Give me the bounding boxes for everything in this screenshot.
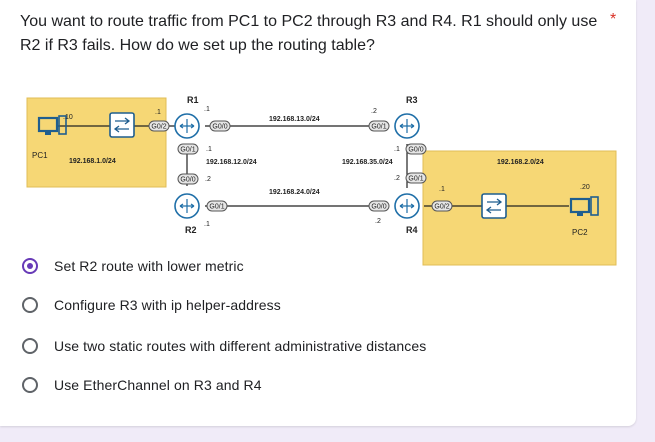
- addr-r2-g01: .1: [204, 221, 210, 228]
- network-r3-r4: 192.168.35.0/24: [342, 159, 393, 166]
- option-2-label: Configure R3 with ip helper-address: [54, 297, 281, 313]
- badge-r1-g00: G0/0: [209, 120, 231, 132]
- addr-r4-g02: .1: [439, 186, 445, 193]
- option-3[interactable]: Use two static routes with different adm…: [18, 333, 426, 359]
- option-3-radio[interactable]: [22, 338, 38, 354]
- option-1[interactable]: Set R2 route with lower metric: [18, 253, 244, 279]
- svg-text:G0/2: G0/2: [434, 204, 449, 211]
- addr-r4-g00: .2: [375, 218, 381, 225]
- option-4[interactable]: Use EtherChannel on R3 and R4: [18, 372, 262, 398]
- pc1-icon: [37, 115, 67, 135]
- required-asterisk: *: [610, 11, 617, 28]
- router-r2-icon: [174, 193, 200, 219]
- addr-r3-g01: .2: [371, 108, 377, 115]
- pc2-icon: [569, 196, 599, 216]
- addr-r1-g01: .1: [206, 146, 212, 153]
- question-text: You want to route traffic from PC1 to PC…: [20, 13, 598, 54]
- badge-r2-g00: G0/0: [177, 173, 199, 185]
- option-1-radio[interactable]: [22, 258, 38, 274]
- option-3-label: Use two static routes with different adm…: [54, 338, 427, 354]
- badge-r3-g00: G0/0: [405, 143, 427, 155]
- addr-r1-g00: .1: [204, 106, 210, 113]
- badge-r4-g01: G0/1: [405, 172, 427, 184]
- svg-text:G0/0: G0/0: [371, 204, 386, 211]
- question-card: You want to route traffic from PC1 to PC…: [0, 0, 636, 426]
- r2-label: R2: [185, 225, 197, 235]
- svg-text:G0/0: G0/0: [180, 177, 195, 184]
- svg-text:G0/1: G0/1: [371, 124, 386, 131]
- option-2-radio[interactable]: [22, 297, 38, 313]
- lan1-zone: [26, 97, 167, 188]
- network-r1-r2: 192.168.12.0/24: [206, 159, 257, 166]
- option-2[interactable]: Configure R3 with ip helper-address: [18, 292, 281, 318]
- pc1-label: PC1: [32, 151, 48, 160]
- addr-r1-g02: .1: [155, 109, 161, 116]
- svg-text:G0/1: G0/1: [408, 176, 423, 183]
- network-diagram: G0/2 G0/0 G0/1 G0/0 G0/1 G0/1 G0/0 G0/1 …: [26, 95, 617, 266]
- addr-r3-g00: .1: [394, 146, 400, 153]
- svg-text:G0/1: G0/1: [180, 147, 195, 154]
- option-4-label: Use EtherChannel on R3 and R4: [54, 377, 262, 393]
- badge-r1-g02: G0/2: [148, 120, 170, 132]
- addr-pc2: .20: [580, 184, 590, 191]
- badge-r2-g01: G0/1: [206, 200, 228, 212]
- addr-r2-g00: .2: [205, 176, 211, 183]
- svg-text:G0/0: G0/0: [212, 124, 227, 131]
- svg-text:G0/0: G0/0: [408, 147, 423, 154]
- network-r1-r3: 192.168.13.0/24: [269, 116, 320, 123]
- badge-r3-g01: G0/1: [368, 120, 390, 132]
- switch1-icon: [109, 112, 135, 138]
- switch2-icon: [481, 193, 507, 219]
- svg-text:G0/1: G0/1: [209, 204, 224, 211]
- badge-r4-g02: G0/2: [431, 200, 453, 212]
- badge-r1-g01: G0/1: [177, 143, 199, 155]
- r1-label: R1: [187, 95, 199, 105]
- option-4-radio[interactable]: [22, 377, 38, 393]
- r3-label: R3: [406, 95, 418, 105]
- router-r4-icon: [394, 193, 420, 219]
- pc2-label: PC2: [572, 228, 588, 237]
- network-lan1: 192.168.1.0/24: [69, 158, 116, 165]
- badge-r4-g00: G0/0: [368, 200, 390, 212]
- r4-label: R4: [406, 225, 418, 235]
- lan2-zone: [422, 150, 617, 266]
- addr-r4-g01: .2: [394, 175, 400, 182]
- addr-pc1: .10: [63, 114, 73, 121]
- router-r1-icon: [174, 113, 200, 139]
- network-lan2: 192.168.2.0/24: [497, 159, 544, 166]
- router-r3-icon: [394, 113, 420, 139]
- option-1-label: Set R2 route with lower metric: [54, 258, 244, 274]
- network-r2-r4: 192.168.24.0/24: [269, 189, 320, 196]
- svg-text:G0/2: G0/2: [151, 124, 166, 131]
